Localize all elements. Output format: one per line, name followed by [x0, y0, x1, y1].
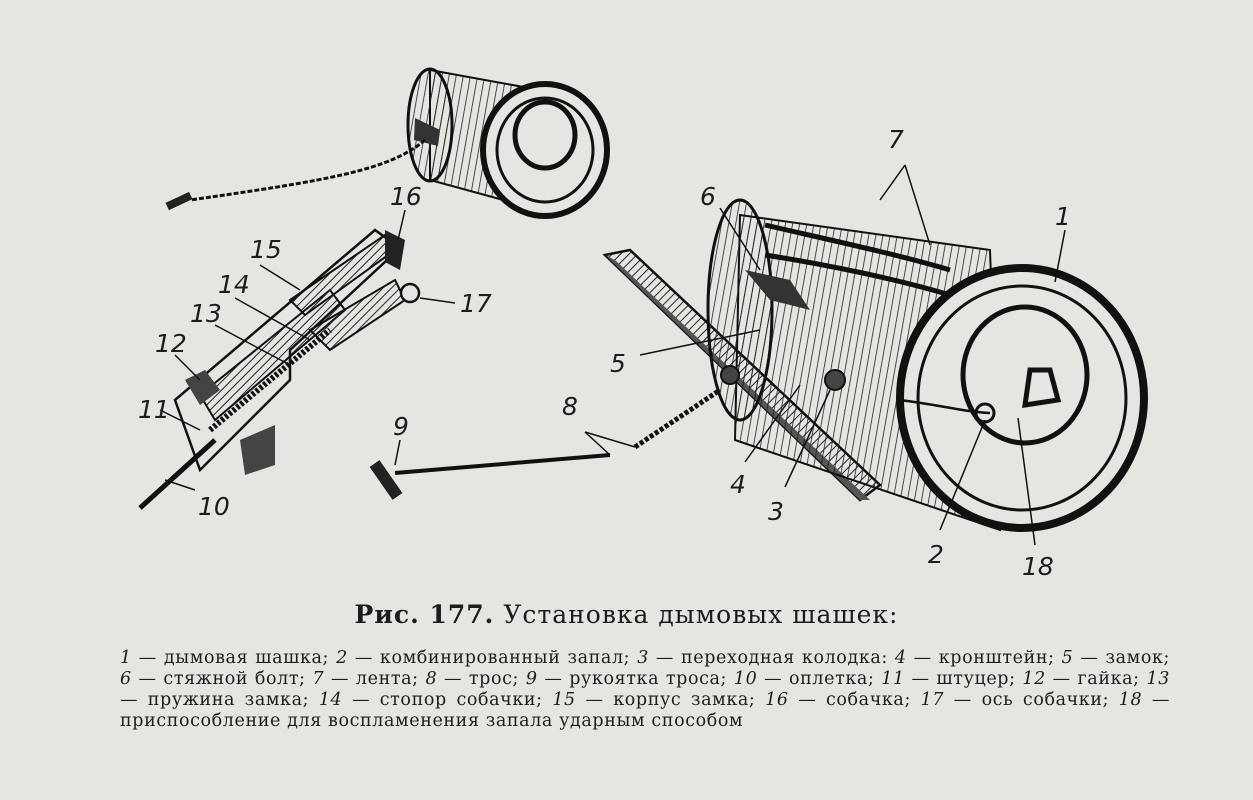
legend-item-text: — приспособление для воспламенения запал… — [120, 690, 1171, 731]
legend-item-text: — лента; — [324, 669, 419, 689]
label-3: 3 — [768, 497, 784, 526]
label-12: 12 — [155, 329, 187, 358]
large-smoke-canister — [706, 198, 1148, 532]
label-11: 11 — [138, 395, 170, 424]
small-cable-handle — [165, 191, 193, 211]
legend-item: 16 — собачка; — [765, 690, 911, 710]
legend-item: 8 — трос; — [425, 669, 519, 689]
legend-item-number: 1 — [120, 648, 132, 668]
legend-item-number: 14 — [318, 690, 343, 710]
label-1: 1 — [1055, 202, 1071, 231]
legend-item-number: 10 — [733, 669, 758, 689]
figure-title: Установка дымовых шашек: — [503, 600, 899, 629]
legend-item-number: 7 — [312, 669, 325, 689]
legend-item: 18 — приспособление для воспламенения за… — [120, 690, 1170, 731]
legend-item-number: 5 — [1061, 648, 1074, 668]
legend-item: 7 — лента; — [312, 669, 418, 689]
legend-item-number: 15 — [552, 690, 576, 710]
legend-item: 17 — ось собачки; — [921, 690, 1109, 710]
legend-item-text: — стопор собачки; — [342, 690, 543, 710]
legend-item-text: — собачка; — [788, 690, 911, 710]
label-6: 6 — [700, 182, 716, 211]
part-labels: 1 2 3 4 5 6 7 8 9 10 11 12 13 14 15 16 1… — [138, 125, 1071, 581]
label-16: 16 — [390, 182, 422, 211]
legend-item-number: 9 — [525, 669, 538, 689]
legend-item-number: 16 — [765, 690, 789, 710]
label-4: 4 — [730, 470, 746, 499]
illustration-svg: 1 2 3 4 5 6 7 8 9 10 11 12 13 14 15 16 1… — [138, 67, 1148, 581]
legend-item: 12 — гайка; — [1022, 669, 1139, 689]
legend-item-text: — пружина замка; — [120, 690, 310, 710]
label-18: 18 — [1022, 552, 1054, 581]
legend-item-number: 12 — [1022, 669, 1046, 689]
legend-item-number: 17 — [920, 690, 945, 710]
label-15: 15 — [250, 235, 282, 264]
legend-item-number: 3 — [637, 648, 649, 668]
legend-item-number: 13 — [1146, 669, 1170, 689]
legend-item: 11 — штуцер; — [881, 669, 1015, 689]
legend-item-text: — переходная колодка: — [648, 648, 888, 668]
legend-item: 3 — переходная колодка: — [637, 648, 888, 668]
legend-item: 13 — пружина замка; — [120, 669, 1170, 710]
figure-number: Рис. 177. — [354, 600, 495, 629]
legend-item: 2 — комбинированный запал; — [336, 648, 630, 668]
legend-item-text: — дымовая шашка; — [131, 648, 330, 668]
legend-item: 14 — стопор собачки; — [319, 690, 543, 710]
legend-item-text: — ось собачки; — [944, 690, 1110, 710]
legend-item: 5 — замок; — [1062, 648, 1170, 668]
legend-item-text: — трос; — [437, 669, 520, 689]
label-17: 17 — [460, 289, 492, 318]
label-10: 10 — [198, 492, 230, 521]
legend-item: 9 — рукоятка троса; — [526, 669, 727, 689]
technical-illustration: 1 2 3 4 5 6 7 8 9 10 11 12 13 14 15 16 1… — [138, 67, 1148, 581]
small-smoke-canister — [406, 67, 610, 219]
label-2: 2 — [928, 540, 944, 569]
label-5: 5 — [610, 349, 626, 378]
leader-lines — [159, 164, 1066, 546]
label-9: 9 — [393, 412, 409, 441]
label-7: 7 — [888, 125, 904, 154]
legend-item-text: — стяжной болт; — [131, 669, 306, 689]
legend-item-text: — замок; — [1073, 648, 1171, 668]
legend-item-text: — штуцер; — [904, 669, 1016, 689]
figure-caption-title: Рис. 177. Установка дымовых шашек: — [0, 600, 1253, 629]
legend-item-number: 4 — [894, 648, 907, 668]
legend-item-number: 8 — [425, 669, 438, 689]
legend-item: 15 — корпус замка; — [552, 690, 755, 710]
cable-with-handle — [369, 387, 722, 500]
legend-item-number: 6 — [120, 669, 132, 689]
legend-item-text: — корпус замка; — [575, 690, 756, 710]
legend-item-text: — гайка; — [1045, 669, 1140, 689]
legend-item: 10 — оплетка; — [734, 669, 875, 689]
legend-item: 4 — кронштейн; — [895, 648, 1055, 668]
legend-item-text: — рукоятка троса; — [537, 669, 728, 689]
label-13: 13 — [190, 299, 222, 328]
legend-item-text: — оплетка; — [757, 669, 875, 689]
legend-item: 1 — дымовая шашка; — [120, 648, 329, 668]
figure-legend: 1 — дымовая шашка; 2 — комбинированный з… — [120, 648, 1170, 732]
legend-item-number: 11 — [881, 669, 905, 689]
label-8: 8 — [562, 392, 578, 421]
legend-item-text: — комбинированный запал; — [347, 648, 631, 668]
small-cable — [189, 138, 426, 202]
legend-item-text: — кронштейн; — [906, 648, 1055, 668]
legend-item-number: 18 — [1118, 690, 1143, 710]
label-14: 14 — [218, 270, 250, 299]
legend-item: 6 — стяжной болт; — [120, 669, 306, 689]
legend-item-number: 2 — [336, 648, 348, 668]
